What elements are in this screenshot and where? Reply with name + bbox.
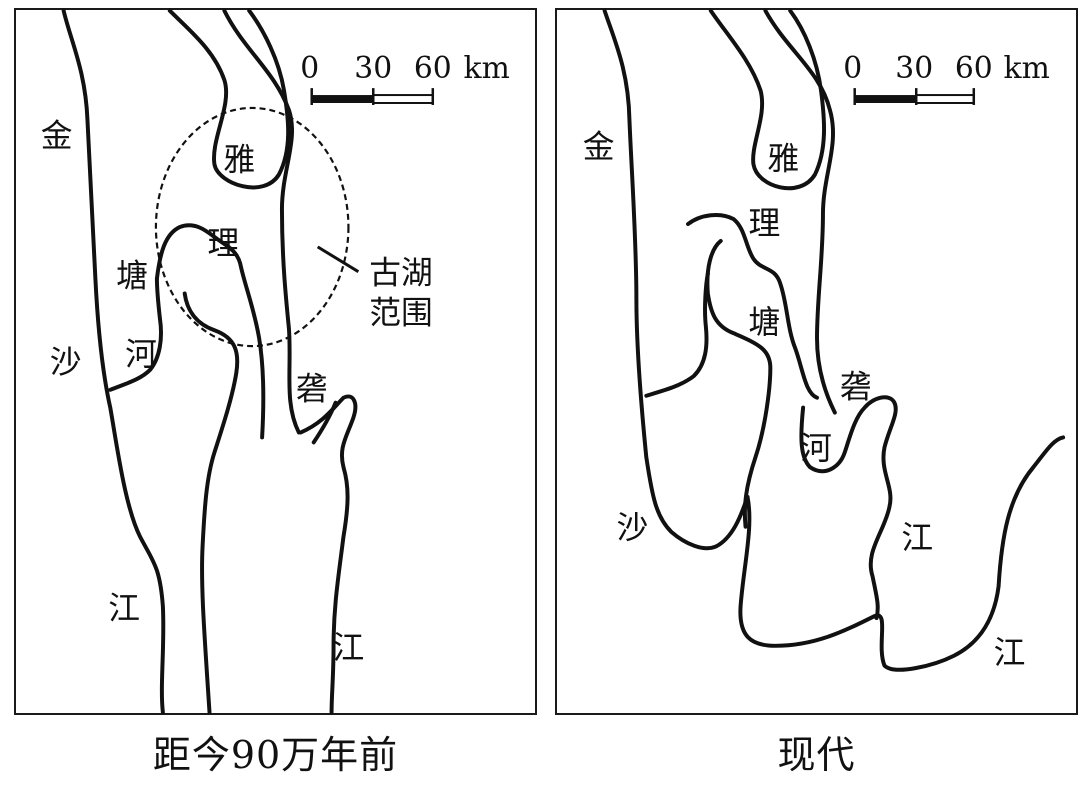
river-yalong-main (763, 8, 837, 415)
river-litang-hook (686, 213, 819, 400)
river-sha-he (108, 276, 163, 392)
label-jinsha-jiang: 江 (901, 521, 933, 557)
scale-tick-0: 0 (843, 51, 862, 86)
scale-tick-60: 60 (414, 51, 452, 86)
label-jiang-right: 江 (994, 636, 1026, 672)
map-panel-ancient: 0 30 60 km 金 沙 江 雅 理 塘 河 砻 江 古湖 范围 (14, 8, 537, 715)
river-litang-inner (705, 238, 773, 529)
scale-unit: km (1004, 51, 1050, 86)
map-modern-svg: 0 30 60 km 金 沙 江 雅 理 塘 河 砻 江 (583, 8, 1066, 672)
river-jinsha (602, 8, 750, 551)
river-yalong-east-upper (311, 400, 338, 445)
river-sha-he (644, 271, 710, 398)
label-ya: 雅 (223, 142, 255, 178)
river-yalong-main (222, 8, 301, 435)
label-jin: 金 (41, 119, 73, 155)
label-ya: 雅 (767, 141, 799, 177)
label-sha: 沙 (617, 511, 649, 547)
label-li: 理 (749, 206, 781, 242)
river-litang-west-bank (154, 223, 266, 440)
label-ancient-lake-1: 古湖 (369, 256, 433, 292)
scale-tick-0: 0 (300, 51, 319, 86)
scale-tick-60: 60 (955, 51, 993, 86)
label-yan: 砻 (296, 372, 328, 408)
river-jinsha (61, 8, 166, 715)
label-tang: 塘 (749, 305, 781, 341)
scale-bar: 0 30 60 km (300, 51, 510, 105)
river-yalong-west-bank (708, 8, 826, 191)
river-jinsha-lower (738, 435, 1066, 672)
river-litang-lower (799, 395, 898, 621)
scale-unit: km (464, 51, 510, 86)
map-panel-modern: 0 30 60 km 金 沙 江 雅 理 塘 河 砻 江 (555, 8, 1078, 715)
ancient-lake-extent (154, 106, 350, 348)
scale-tick-30: 30 (354, 51, 392, 86)
ancient-lake-leader (316, 245, 360, 273)
river-yalong-west-bank (167, 8, 291, 190)
label-ancient-lake-2: 范围 (369, 295, 433, 331)
label-yan: 砻 (840, 370, 872, 406)
caption-ancient: 距今90万年前 (152, 733, 399, 777)
label-li: 理 (208, 226, 240, 262)
river-yalong-east-lower (298, 394, 358, 715)
label-he: 河 (125, 337, 157, 373)
label-jin: 金 (583, 130, 615, 166)
caption-modern: 现代 (777, 733, 856, 777)
river-litang-inner (182, 291, 240, 715)
map-ancient-svg: 0 30 60 km 金 沙 江 雅 理 塘 河 砻 江 古湖 范围 (41, 8, 510, 715)
label-jinsha-jiang: 江 (108, 591, 140, 627)
label-sha: 沙 (50, 345, 82, 381)
scale-bar: 0 30 60 km (843, 51, 1050, 105)
scale-tick-30: 30 (895, 51, 933, 86)
label-yalong-jiang: 江 (333, 631, 365, 667)
label-he: 河 (800, 431, 832, 467)
label-tang: 塘 (116, 259, 148, 295)
